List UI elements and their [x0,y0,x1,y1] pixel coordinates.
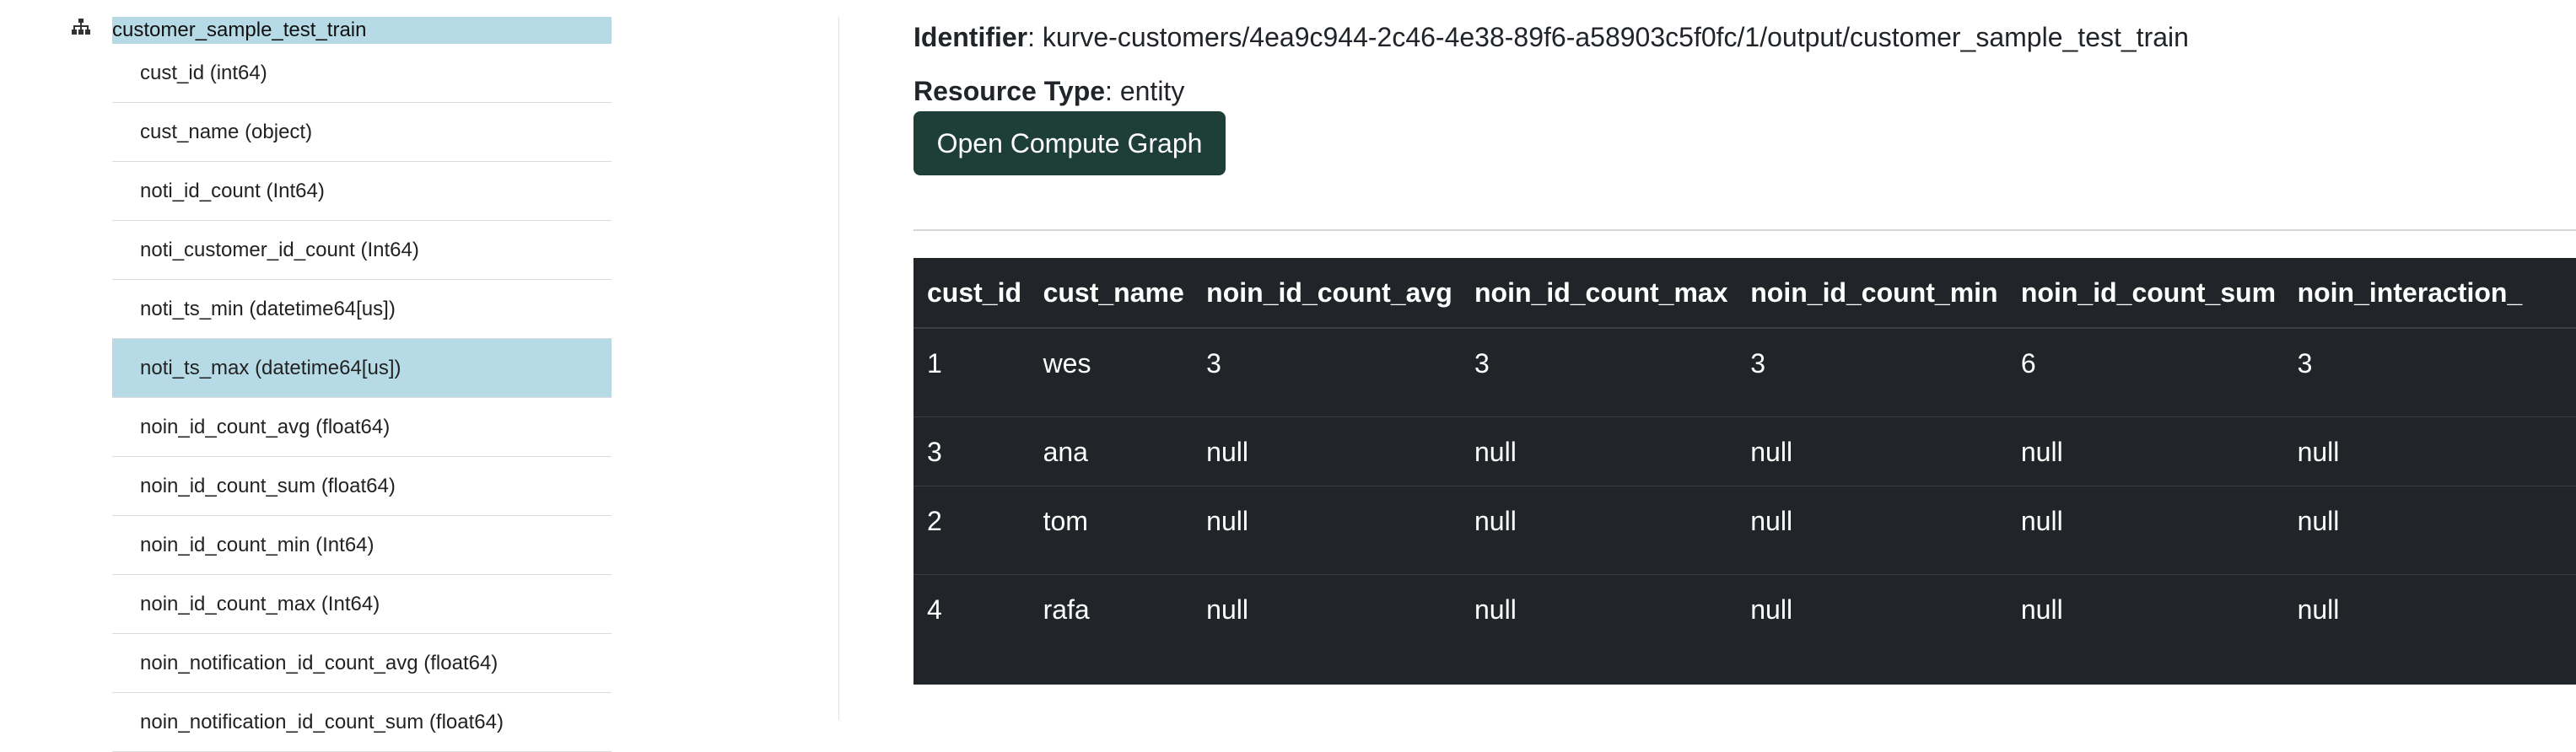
data-preview-table: cust_id cust_name noin_id_count_avg noin… [913,258,2576,685]
column-header: noin_id_count_avg [1193,258,1461,329]
table-cell: null [1474,594,1517,625]
field-item[interactable]: cust_name (object) [112,103,612,162]
field-item[interactable]: noin_id_count_sum (float64) [112,457,612,516]
field-item[interactable]: noin_id_count_min (Int64) [112,516,612,575]
panel-divider [838,17,839,720]
table-cell: 4 [927,594,942,625]
table-row: 4 rafa null null null null null [913,574,2576,643]
table-cell: null [1460,486,1738,575]
resource-type-value: : entity [1105,76,1185,106]
table-cell: 3 [913,416,1030,486]
table-cell: 3 [1737,328,2007,417]
table-cell: null [2283,486,2576,575]
table-header-row: cust_id cust_name noin_id_count_avg noin… [913,258,2576,329]
column-header: noin_id_count_min [1737,258,2007,329]
table-cell: 3 [1460,328,1738,417]
field-item[interactable]: noin_notification_id_count_avg (float64) [112,634,612,693]
identifier-value: : kurve-customers/4ea9c944-2c46-4e38-89f… [1027,22,2189,52]
column-header: cust_id [913,258,1030,329]
table-cell: null [1193,416,1461,486]
table-row: 1 wes 3 3 3 6 3 [913,328,2576,417]
identifier-label: Identifier [913,22,1028,52]
field-item[interactable]: noti_ts_min (datetime64[us]) [112,280,612,339]
table-row: 2 tom null null null null null [913,486,2576,575]
table-cell: wes [1029,328,1194,417]
field-list: cust_id (int64) cust_name (object) noti_… [112,44,612,752]
field-item-selected[interactable]: noti_ts_max (datetime64[us]) [112,339,612,398]
table-cell: null [1737,416,2007,486]
table-cell: null [1206,594,1248,625]
table-cell: 1 [913,328,1030,417]
resource-type-row: Resource Type: entity [913,74,1184,108]
open-compute-graph-button[interactable]: Open Compute Graph [913,111,1226,175]
identifier-row: Identifier: kurve-customers/4ea9c944-2c4… [913,20,2189,54]
section-divider [913,229,2576,231]
schema-sidebar: customer_sample_test_train cust_id (int6… [0,0,840,752]
details-panel: Identifier: kurve-customers/4ea9c944-2c4… [913,0,2576,720]
table-cell: null [2020,594,2063,625]
field-item[interactable]: cust_id (int64) [112,44,612,103]
table-cell: rafa [1043,594,1090,625]
column-header: cust_name [1029,258,1194,329]
table-cell: null [2297,594,2340,625]
table-cell: null [1460,416,1738,486]
table-cell: tom [1029,486,1194,575]
table-cell: null [1193,486,1461,575]
table-cell: null [1737,486,2007,575]
field-item[interactable]: noin_notification_id_count_sum (float64) [112,693,612,752]
table-cell: 6 [2007,328,2284,417]
table-cell: 2 [913,486,1030,575]
table-cell: null [2283,416,2576,486]
table-cell: null [2007,486,2284,575]
resource-type-label: Resource Type [913,76,1106,106]
field-item[interactable]: noin_id_count_max (Int64) [112,575,612,634]
table-cell: 3 [2283,328,2576,417]
field-item[interactable]: noin_id_count_avg (float64) [112,398,612,457]
column-header: noin_interaction_ [2283,258,2576,329]
column-header: noin_id_count_max [1460,258,1738,329]
field-item[interactable]: noti_customer_id_count (Int64) [112,221,612,280]
entity-root-node[interactable]: customer_sample_test_train [112,17,612,44]
table-cell: null [1750,594,1793,625]
column-header: noin_id_count_sum [2007,258,2284,329]
field-item[interactable]: noti_id_count (Int64) [112,162,612,221]
table-cell: 3 [1193,328,1461,417]
table-cell: ana [1029,416,1194,486]
table-row: 3 ana null null null null null [913,416,2576,486]
table-cell: null [2007,416,2284,486]
tree-structure-icon[interactable] [71,19,91,35]
